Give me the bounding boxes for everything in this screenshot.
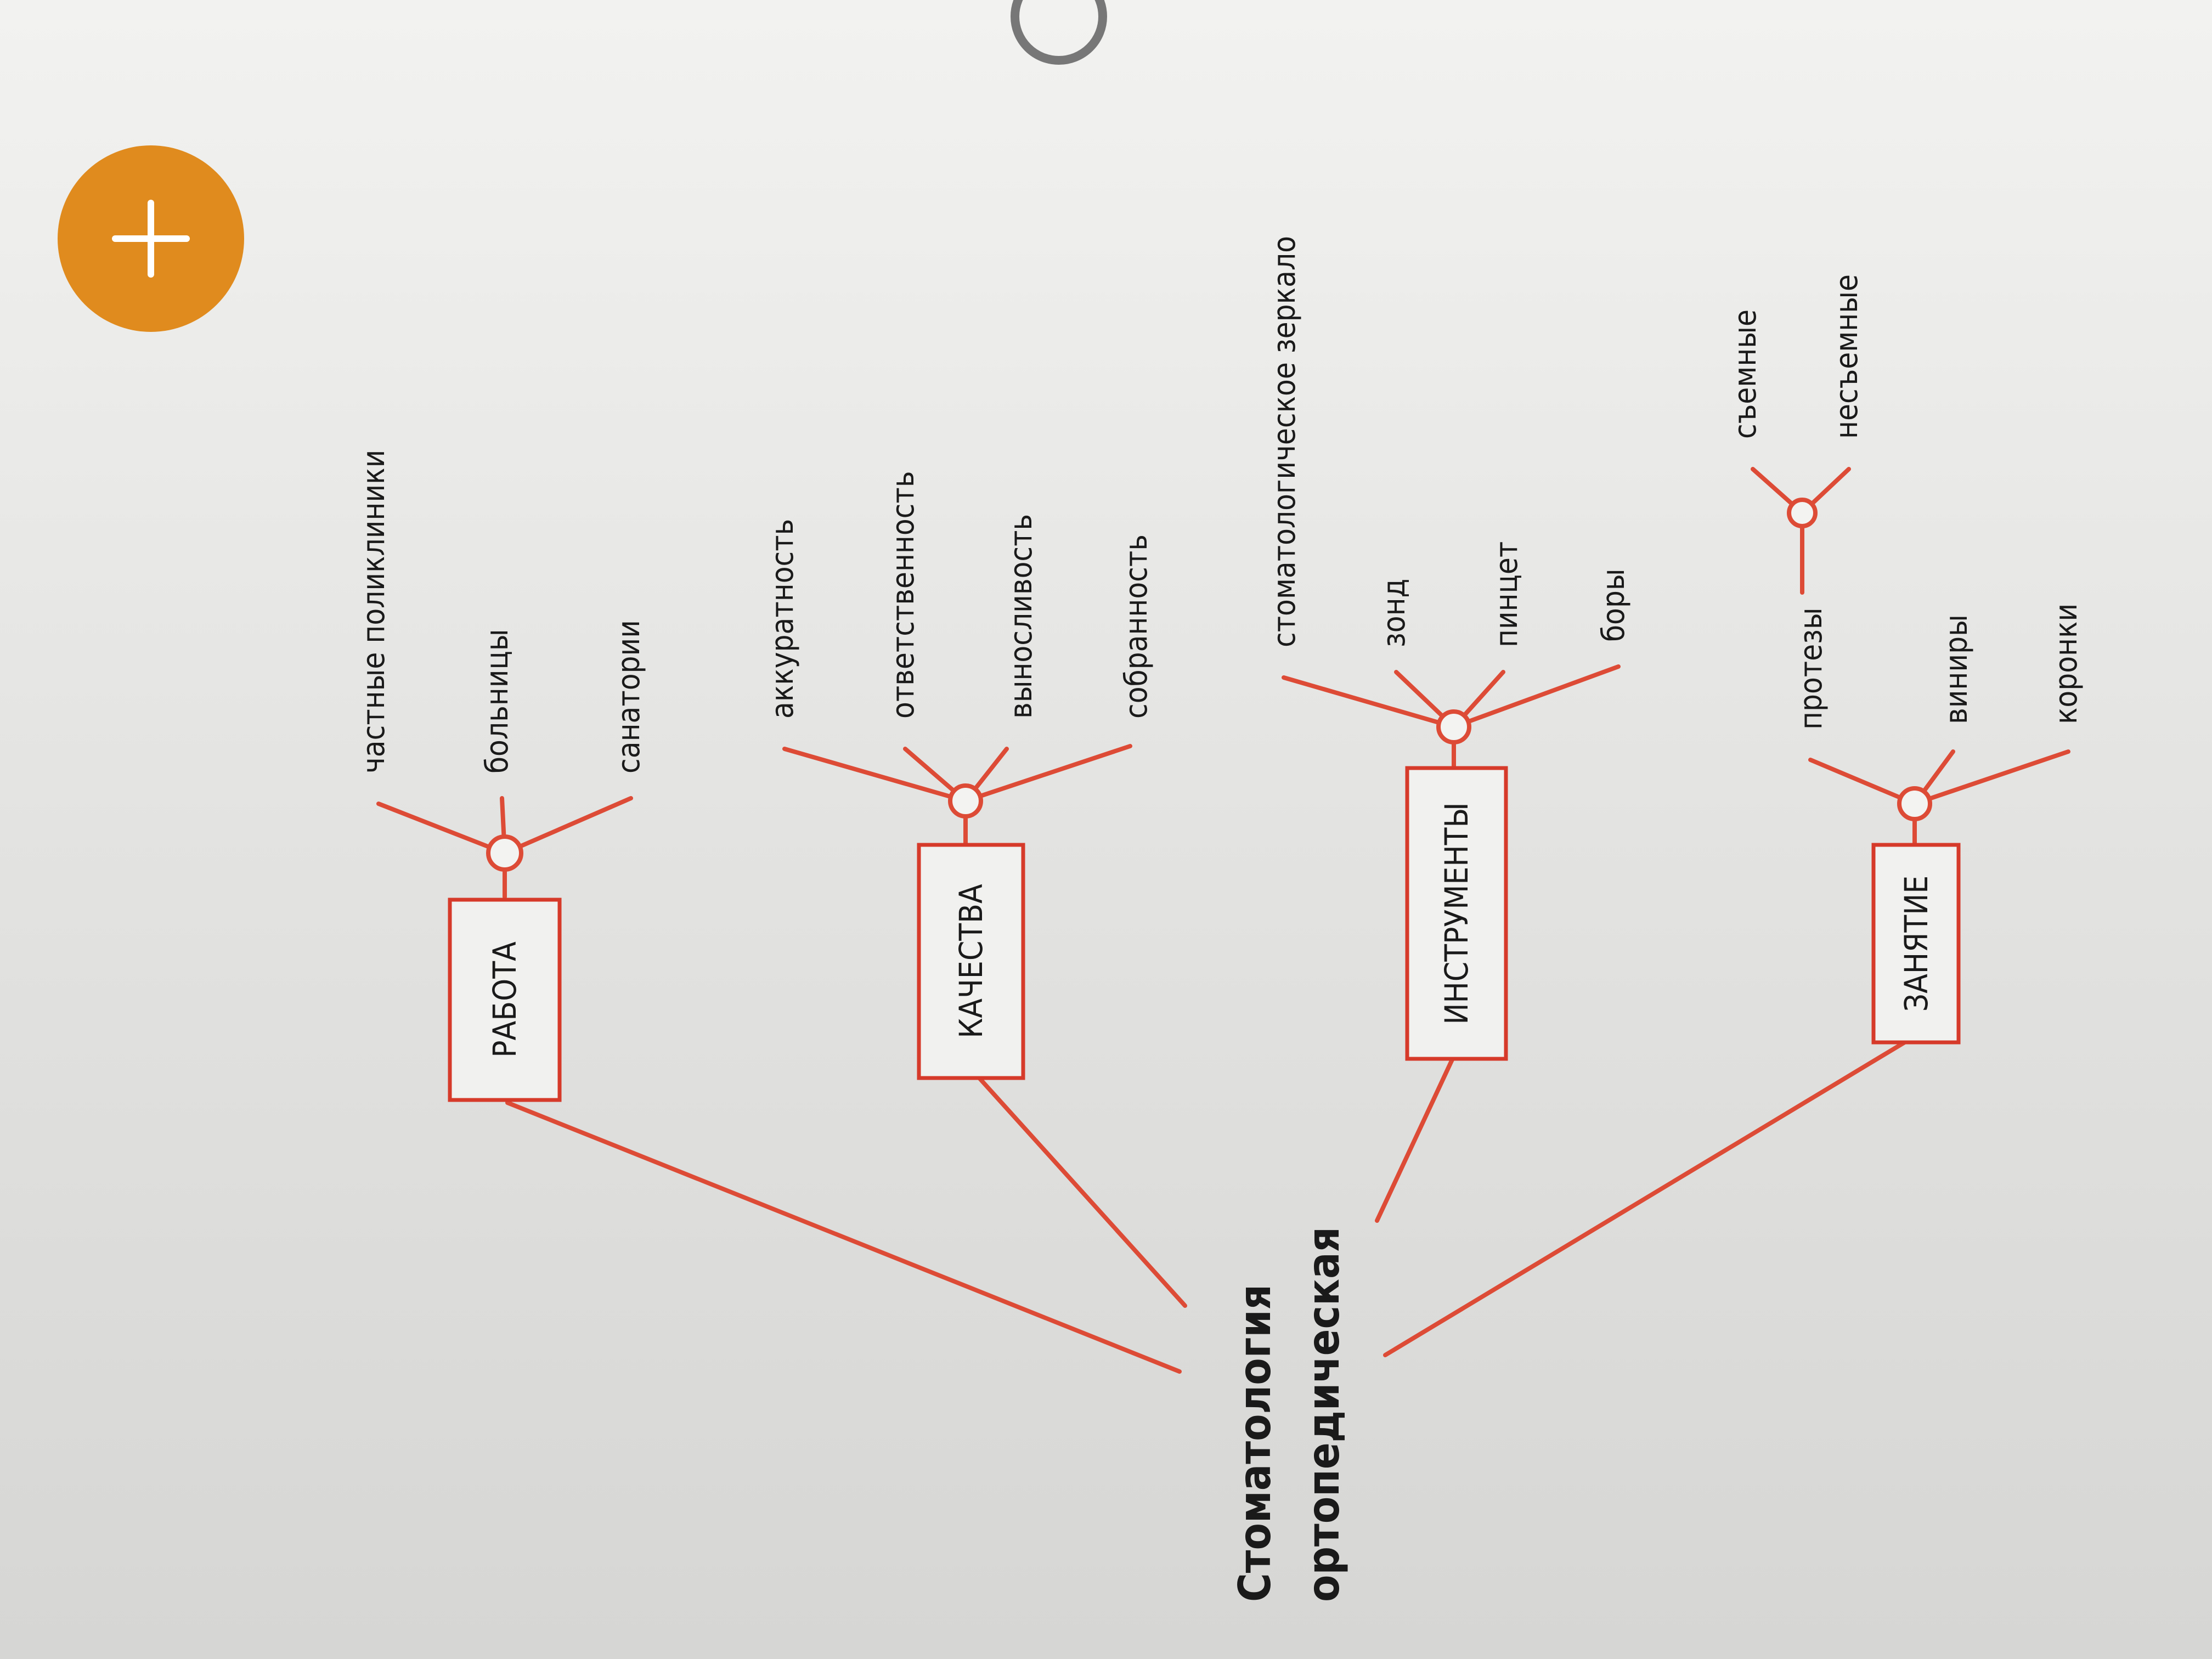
branch-label-instrumenty: ИНСТРУМЕНТЫ <box>1438 802 1475 1024</box>
branch-label-rabota: РАБОТА <box>486 941 523 1058</box>
add-button[interactable] <box>58 145 244 332</box>
subnode-prostheses <box>1787 498 1818 528</box>
branch-node-rabota <box>486 834 523 872</box>
leaf-composure: собранность <box>1119 534 1154 719</box>
branch-label-kachestva: КАЧЕСТВА <box>952 884 990 1039</box>
branch-box-kachestva <box>917 843 1025 1080</box>
leaf-private-clinics: частные поликлиники <box>356 450 392 774</box>
edge-root-instrumenty <box>1375 1054 1456 1223</box>
leaf-crowns: коронки <box>2049 603 2084 724</box>
branch-node-zanyatie <box>1897 786 1932 821</box>
branch-zanyatie: ЗАНЯТИЕ протезы виниры коронки съемные н… <box>1728 274 2084 1045</box>
edge-root-kachestva <box>977 1076 1187 1308</box>
leaf-accuracy: аккуратность <box>765 519 800 719</box>
leaf-dental-mirror: стоматологическое зеркало <box>1267 236 1302 647</box>
root-title-line2: ортопедическая <box>1298 1227 1349 1602</box>
root-node: Стоматология ортопедическая <box>1229 1227 1349 1602</box>
leaf-sanatoriums: санатории <box>611 620 647 774</box>
leaf-responsibility: ответственность <box>885 471 921 719</box>
leaf-prostheses: протезы <box>1793 607 1829 730</box>
leaf-endurance: выносливость <box>1003 514 1039 719</box>
leaf-hospitals: больницы <box>479 629 515 774</box>
leaf-burs: боры <box>1596 568 1632 642</box>
root-title-line1: Стоматология <box>1229 1284 1280 1602</box>
branch-box-zanyatie <box>1871 843 1961 1045</box>
leaf-probe: зонд <box>1376 579 1412 647</box>
branch-label-zanyatie: ЗАНЯТИЕ <box>1898 876 1935 1012</box>
leaf-fixed: несъемные <box>1829 274 1865 439</box>
leaf-veneers: виниры <box>1939 614 1974 724</box>
plus-icon <box>112 200 190 278</box>
root-connectors <box>505 1037 1911 1374</box>
edge-root-rabota <box>505 1101 1182 1374</box>
branch-rabota: РАБОТА частные поликлиники больницы сана… <box>356 450 647 1102</box>
branch-box-rabota <box>448 898 562 1102</box>
edge-root-zanyatie <box>1383 1037 1911 1357</box>
branch-node-instrumenty <box>1436 709 1471 744</box>
leaf-tweezers: пинцет <box>1489 541 1525 647</box>
branch-box-instrumenty <box>1405 766 1508 1061</box>
corner-circle[interactable] <box>1011 0 1107 65</box>
branch-node-kachestva <box>948 783 983 819</box>
branch-instrumenty: ИНСТРУМЕНТЫ стоматологическое зеркало зо… <box>1267 236 1632 1061</box>
leaf-removable: съемные <box>1728 309 1763 439</box>
branch-kachestva: КАЧЕСТВА аккуратность ответственность вы… <box>765 471 1154 1080</box>
